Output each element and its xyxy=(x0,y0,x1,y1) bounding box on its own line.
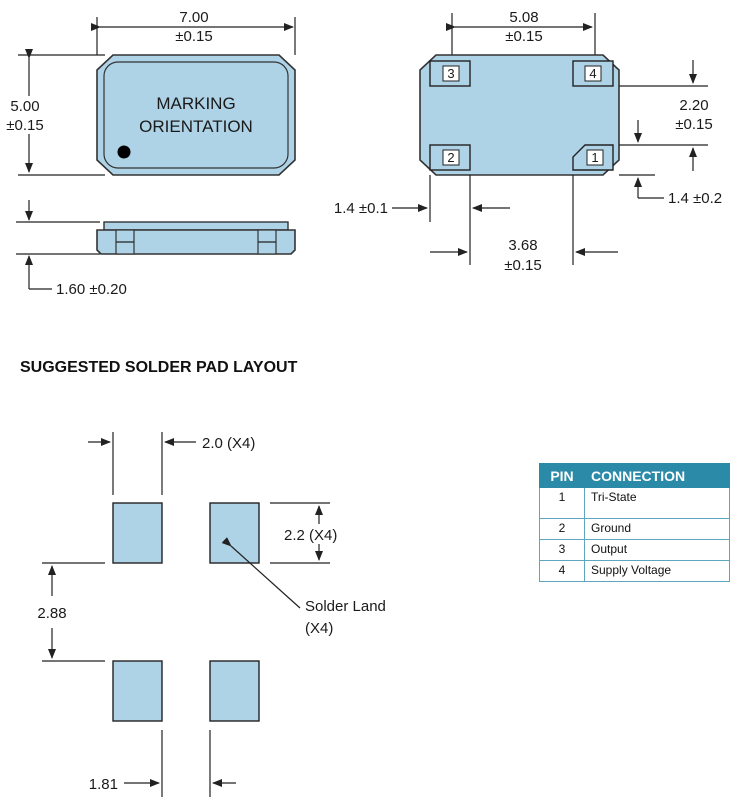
solder-land-leader xyxy=(221,537,301,609)
pad-height-tolerance: ±0.15 xyxy=(675,116,712,133)
header-pin: PIN xyxy=(539,463,585,488)
marking-text-line1: MARKING xyxy=(156,94,235,113)
pin-label-box xyxy=(442,65,460,82)
solder-pad-height: 2.2 (X4) xyxy=(284,527,337,544)
pin-number-4: 4 xyxy=(589,66,596,81)
package-lid xyxy=(103,61,289,169)
connection-cell: Supply Voltage xyxy=(584,560,730,582)
connection-cell: Output xyxy=(584,539,730,561)
pin-cell: 2 xyxy=(539,518,585,540)
side-body xyxy=(96,229,296,255)
solder-land-top-left xyxy=(112,502,163,564)
pitch-value: 5.08 xyxy=(509,9,538,26)
table-row: 3 Output xyxy=(539,539,730,561)
height-value: 5.00 xyxy=(10,98,39,115)
table-row: 1 Tri-State xyxy=(539,487,730,519)
solder-land-label: Solder Land xyxy=(305,598,386,615)
pin-cell: 1 xyxy=(539,487,585,519)
connection-cell: Tri-State xyxy=(584,487,730,519)
pad-gap-right-value: 1.4 ±0.2 xyxy=(668,190,722,207)
table-row: 4 Supply Voltage xyxy=(539,560,730,582)
inner-tolerance: ±0.15 xyxy=(504,257,541,274)
inner-value: 3.68 xyxy=(508,237,537,254)
pin-cell: 4 xyxy=(539,560,585,582)
pin-label-box xyxy=(586,149,604,166)
solder-land-bottom-right xyxy=(209,660,260,722)
thickness-value: 1.60 ±0.20 xyxy=(56,281,127,298)
pad-width-left-value: 1.4 ±0.1 xyxy=(334,200,388,217)
solder-land-count: (X4) xyxy=(305,620,333,637)
pin-number-3: 3 xyxy=(447,66,454,81)
header-connection: CONNECTION xyxy=(584,463,730,488)
solder-pad-layout: 2.0 (X4) 2.2 (X4) 2.88 Solder Land (X4) … xyxy=(37,432,386,797)
side-lid xyxy=(103,221,289,231)
pitch-tolerance: ±0.15 xyxy=(505,28,542,45)
top-view: 7.00 ±0.15 5.00 ±0.15 MARKING ORIENTATIO… xyxy=(6,9,296,176)
side-view: 1.60 ±0.20 xyxy=(16,200,296,298)
solder-vertical-gap: 2.88 xyxy=(37,605,66,622)
pin-connection-table: PIN CONNECTION 1 Tri-State 2 Ground 3 Ou… xyxy=(539,463,730,582)
table-row: 2 Ground xyxy=(539,518,730,540)
pin-number-2: 2 xyxy=(447,150,454,165)
pad-height-value: 2.20 xyxy=(679,97,708,114)
pin-number-1: 1 xyxy=(591,150,598,165)
pin-cell: 3 xyxy=(539,539,585,561)
width-value: 7.00 xyxy=(179,9,208,26)
marking-text-line2: ORIENTATION xyxy=(139,117,253,136)
bottom-view: 5.08 ±0.15 3 4 2 1 2.20 ±0.15 1.4 ±0.2 xyxy=(334,9,722,274)
width-tolerance: ±0.15 xyxy=(175,28,212,45)
pin-label-box xyxy=(584,65,602,82)
solder-land-top-right xyxy=(209,502,260,564)
pin1-dot-icon xyxy=(117,145,131,159)
solder-land-bottom-left xyxy=(112,660,163,722)
pin-label-box xyxy=(442,149,460,166)
solder-pad-width: 2.0 (X4) xyxy=(202,435,255,452)
connection-cell: Ground xyxy=(584,518,730,540)
table-header-row: PIN CONNECTION xyxy=(539,463,730,488)
solder-horizontal-gap: 1.81 xyxy=(89,776,118,793)
height-tolerance: ±0.15 xyxy=(6,117,43,134)
section-heading: SUGGESTED SOLDER PAD LAYOUT xyxy=(20,359,298,376)
